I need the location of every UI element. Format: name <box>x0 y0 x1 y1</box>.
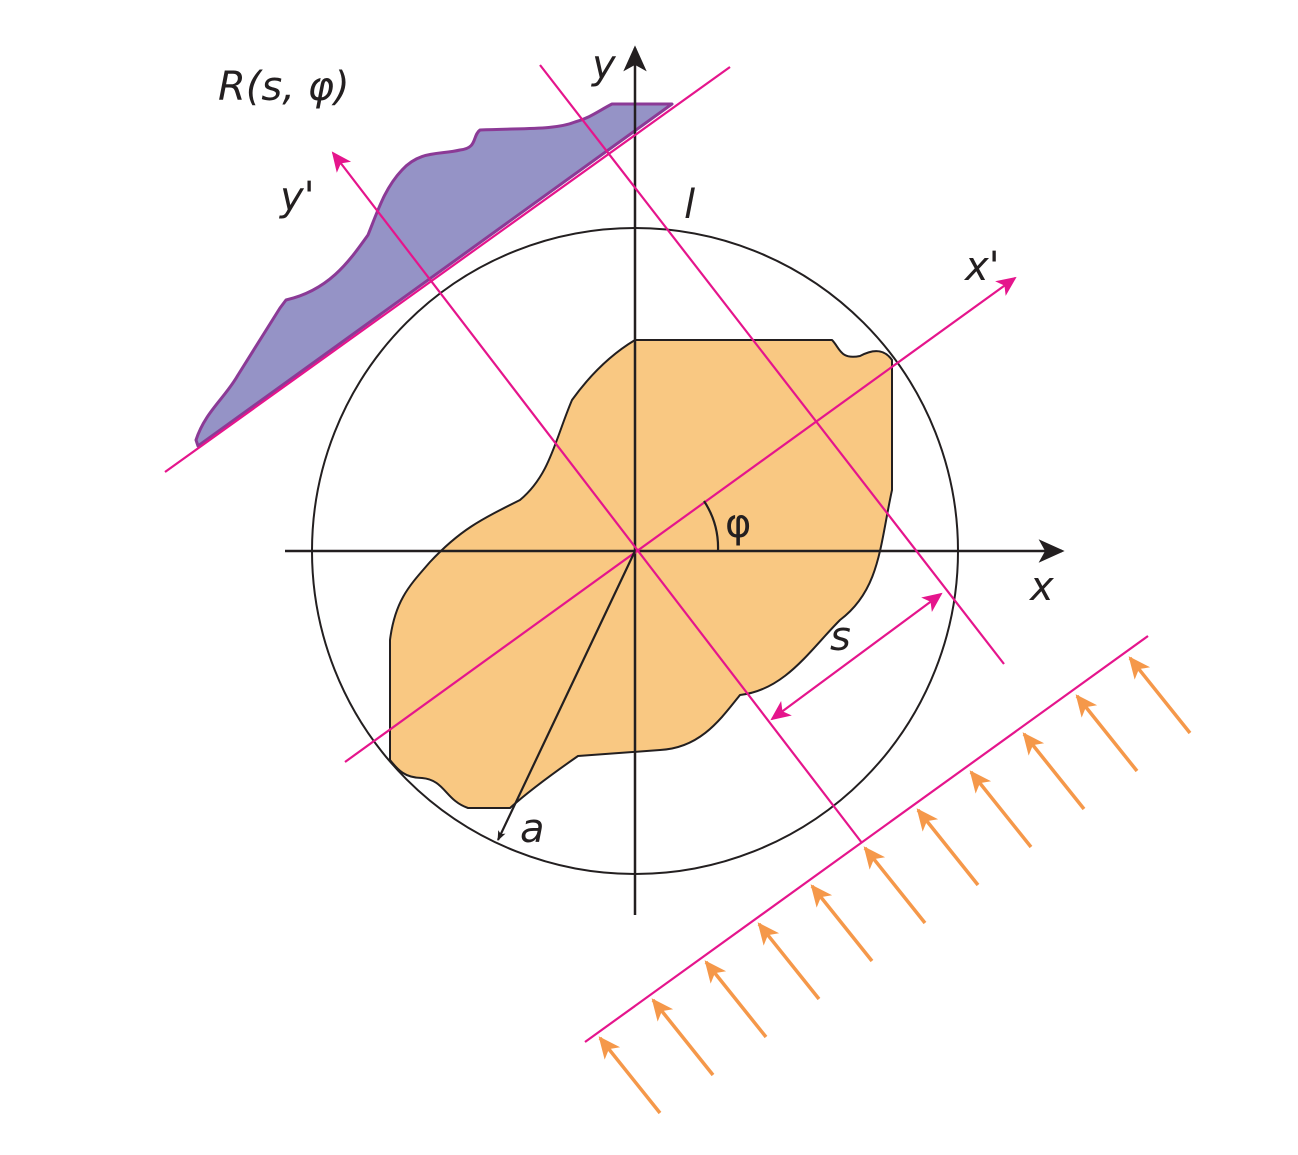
beam-arrow-2 <box>651 998 715 1077</box>
x-prime-axis <box>344 276 1017 763</box>
label-x-axis: x <box>1028 564 1054 610</box>
label-x-prime: x' <box>963 244 1000 290</box>
projection-profile <box>194 102 674 448</box>
label-offset-s: s <box>830 614 851 660</box>
label-projection: R(s, φ) <box>218 64 350 110</box>
beam-arrow-10 <box>1075 694 1139 773</box>
label-angle: φ <box>725 501 751 547</box>
label-radius-a: a <box>520 806 545 852</box>
label-line-l: l <box>684 182 695 228</box>
beam-arrow-3 <box>704 960 768 1039</box>
beam-arrow-5 <box>810 884 874 963</box>
beam-arrows <box>598 656 1192 1115</box>
label-y-prime: y' <box>279 174 315 220</box>
beam-arrow-1 <box>598 1036 662 1115</box>
beam-arrow-6 <box>863 846 927 925</box>
label-y-axis: y <box>591 42 617 88</box>
y-prime-axis <box>331 151 863 844</box>
radius-a-arrow <box>497 550 636 841</box>
projection-baseline <box>164 66 731 473</box>
object-shape <box>389 339 893 809</box>
beam-arrow-4 <box>757 922 821 1001</box>
beam-arrow-11 <box>1128 656 1192 735</box>
integration-line <box>539 64 1005 665</box>
beam-arrow-9 <box>1022 732 1086 811</box>
angle-arc <box>703 500 720 552</box>
beam-arrow-7 <box>916 808 980 887</box>
offset-s-arrow <box>770 592 943 721</box>
beam-arrow-8 <box>969 770 1033 849</box>
source-line <box>584 635 1149 1043</box>
